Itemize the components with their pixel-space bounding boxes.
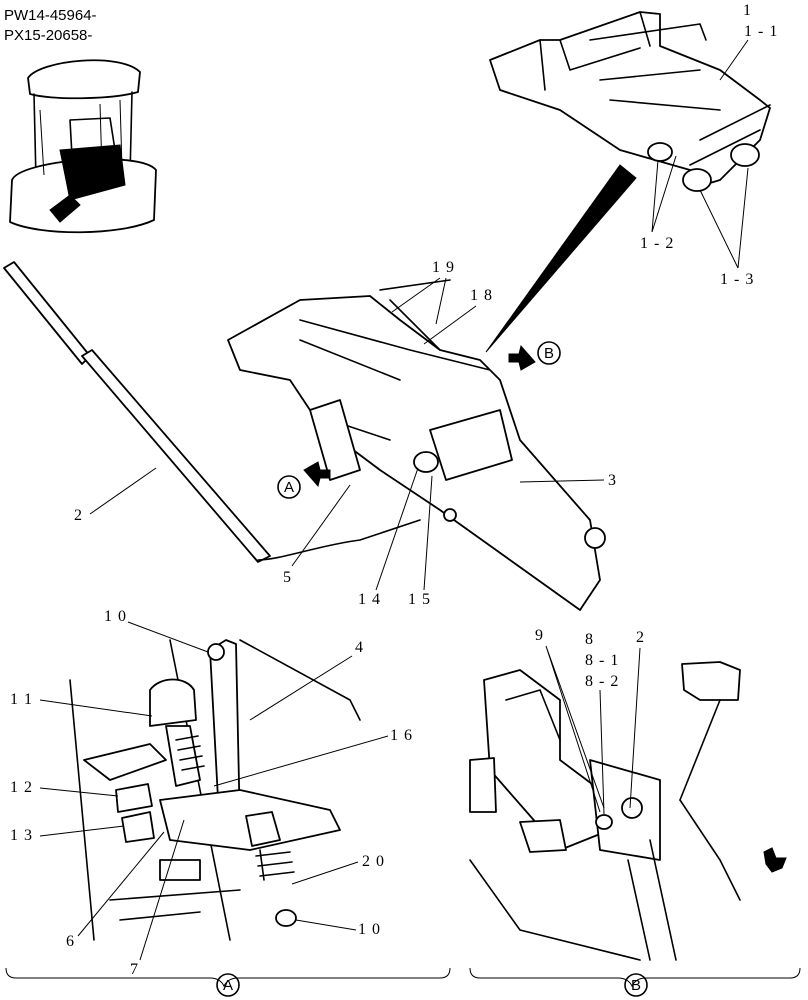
leader-9 [545, 645, 605, 813]
view-b-detail [469, 661, 787, 961]
callout-8-1: 8 - 1 [585, 652, 619, 669]
callout-12: 1 2 [10, 779, 33, 796]
view-a-caption: A [216, 973, 240, 997]
detail-pointer-wedge [485, 164, 637, 353]
view-b-caption: B [624, 973, 648, 997]
leader-11 [39, 699, 153, 717]
leader-2 [89, 467, 157, 515]
leader-19 [391, 277, 447, 325]
leader-13 [39, 825, 125, 837]
callout-13: 1 3 [10, 827, 33, 844]
callout-19: 1 9 [432, 259, 455, 276]
callout-3: 3 [608, 472, 617, 489]
view-a-bracket [5, 967, 451, 988]
leader-7 [139, 819, 185, 961]
svg-text:A: A [284, 479, 294, 496]
serial-range-1: PW14-45964- [4, 7, 97, 24]
callout-8-2: 8 - 2 [585, 673, 619, 690]
leader-1-1 [719, 39, 749, 81]
callout-11: 1 1 [10, 691, 33, 708]
leader-4 [249, 655, 353, 721]
leader-14 [375, 467, 419, 591]
leader-12 [39, 787, 119, 797]
callout-5: 5 [283, 569, 292, 586]
callout-15: 1 5 [408, 591, 431, 608]
leader-2-view-b [629, 647, 641, 809]
callout-1-1: 1 - 1 [744, 23, 778, 40]
view-b-bracket [469, 967, 801, 988]
callout-1-2: 1 - 2 [640, 235, 674, 252]
callout-8: 8 [585, 631, 594, 648]
callout-4: 4 [355, 639, 364, 656]
svg-text:A: A [223, 977, 233, 994]
callout-2-main: 2 [74, 507, 83, 524]
serial-range-2: PX15-20658- [4, 27, 92, 44]
bracket-assembly-1 [489, 11, 771, 192]
callout-1-3: 1 - 3 [720, 271, 754, 288]
leader-1-3 [699, 167, 749, 269]
leader-1-2 [651, 155, 677, 233]
leader-20 [291, 861, 359, 885]
leader-8 [599, 689, 605, 815]
callout-14: 1 4 [358, 591, 381, 608]
main-bracket-assembly [227, 279, 606, 611]
machine-overview-illustration [9, 59, 157, 234]
callout-10-bottom: 1 0 [358, 921, 381, 938]
callout-20: 2 0 [362, 853, 385, 870]
callout-2-view-b: 2 [636, 629, 645, 646]
svg-text:B: B [631, 977, 641, 994]
view-a-detail [69, 639, 361, 941]
callout-7: 7 [130, 961, 139, 978]
callout-1: 1 [743, 2, 752, 19]
callout-16: 1 6 [390, 727, 413, 744]
leader-18 [423, 305, 477, 345]
leader-10-top [127, 621, 209, 653]
callout-6: 6 [66, 933, 75, 950]
leader-15 [423, 475, 433, 591]
lever-2-illustration [3, 261, 421, 563]
callout-9: 9 [535, 627, 544, 644]
svg-text:B: B [544, 345, 554, 362]
leader-16 [213, 735, 389, 787]
leader-3 [519, 479, 605, 483]
view-a-marker: A [277, 461, 331, 499]
leader-5 [291, 484, 351, 567]
leader-6 [77, 831, 165, 937]
leader-10-bottom [295, 919, 357, 931]
callout-10-top: 1 0 [104, 608, 127, 625]
view-b-marker: B [508, 341, 561, 371]
callout-18: 1 8 [470, 287, 493, 304]
